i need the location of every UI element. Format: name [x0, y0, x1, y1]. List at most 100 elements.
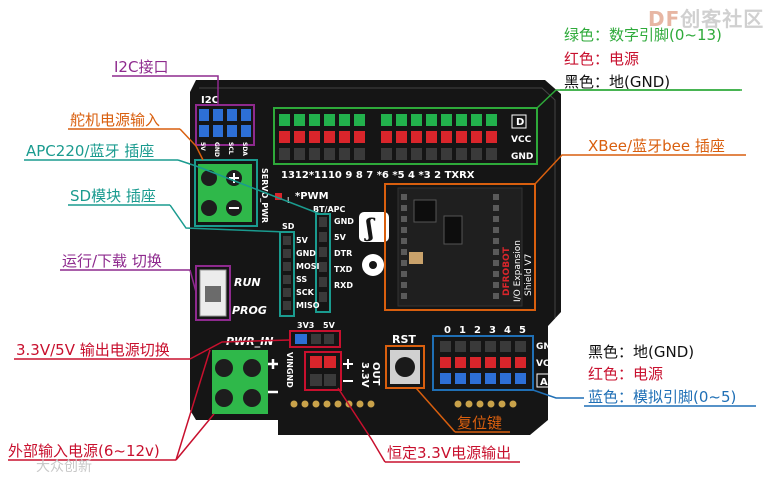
analog-pin — [455, 357, 466, 368]
brand-df: DF — [648, 7, 681, 31]
reset-highlight-box — [385, 345, 425, 389]
sd-pin-label: 5V — [296, 236, 309, 245]
callout-external-power: 外部输入电源(6~12v) — [8, 442, 160, 460]
digital-pin — [486, 148, 497, 160]
out33-pin-red-1 — [310, 356, 322, 368]
reset-button-cap — [395, 357, 415, 377]
xbee-pin — [401, 227, 407, 233]
xbee-led — [409, 252, 423, 264]
bottom-analog-pin — [487, 400, 495, 408]
analog-label-vcc: VCC — [536, 359, 557, 369]
analog-number: 2 — [474, 325, 481, 336]
analog-pin — [440, 341, 451, 352]
i2c-pin-label: SCL — [227, 142, 234, 155]
bottom-power-pin — [367, 400, 375, 408]
bottom-power-pin — [312, 400, 320, 408]
legend-analog-black: 黑色：地(GND) — [588, 343, 695, 361]
analog-header-box — [432, 335, 534, 391]
xbee-pin — [401, 293, 407, 299]
bt-pin-label: DTR — [334, 249, 352, 258]
power-jumper-cap — [295, 334, 307, 344]
digital-pin — [426, 114, 437, 126]
digital-label-gnd: GND — [511, 152, 533, 162]
analog-pin — [455, 341, 466, 352]
brand-name: 创客社区 — [680, 7, 765, 31]
leader-power-select — [189, 339, 291, 360]
digital-pin — [486, 131, 497, 143]
out33-pin-dark-1 — [310, 374, 322, 386]
xbee-pin — [401, 205, 407, 211]
i2c-pin — [227, 125, 237, 137]
sd-pin-label: MOSI — [296, 262, 320, 271]
sd-pin — [283, 275, 291, 284]
analog-number: 4 — [504, 325, 511, 336]
callout-run-download: 运行/下载 切换 — [62, 252, 162, 270]
xbee-pin — [493, 227, 499, 233]
out33-plus-mark — [343, 359, 353, 369]
analog-pin — [515, 357, 526, 368]
analog-number: 0 — [444, 325, 451, 336]
xbee-pin — [493, 216, 499, 222]
power-jumper-pin-2 — [311, 334, 321, 344]
analog-pin — [500, 357, 511, 368]
sd-pin — [283, 288, 291, 297]
digital-pin — [441, 148, 452, 160]
digital-label-vcc: VCC — [511, 135, 532, 145]
bt-pin — [319, 277, 327, 287]
i2c-pin — [199, 109, 209, 121]
led-label: L — [287, 196, 292, 205]
analog-number: 5 — [519, 325, 526, 336]
xbee-pin — [401, 216, 407, 222]
callout-out33: 恒定3.3V电源输出 — [387, 444, 512, 462]
xbee-pin — [493, 282, 499, 288]
shield-text-line3: Shield V7 — [524, 254, 534, 296]
xbee-pin — [493, 205, 499, 211]
out33-highlight-box — [304, 351, 342, 391]
servo-screw-1 — [201, 170, 217, 186]
xbee-pin — [401, 282, 407, 288]
i2c-pin — [199, 125, 209, 137]
pwr-plus-mark — [268, 359, 278, 369]
callout-i2c: I2C接口 — [114, 58, 169, 76]
digital-pin — [309, 114, 320, 126]
i2c-pin — [241, 125, 251, 137]
vin-gnd-label: VINGND — [285, 352, 294, 388]
servo-screw-2 — [201, 200, 217, 216]
digital-pin — [411, 114, 422, 126]
digital-pin — [471, 131, 482, 143]
run-prog-slider — [205, 286, 221, 302]
leader-analog — [532, 389, 584, 399]
board-border — [199, 87, 556, 318]
shield-text-brand: DFROBOT — [502, 246, 512, 296]
analog-pin — [470, 341, 481, 352]
leader-external-2 — [175, 349, 211, 461]
bottom-power-pin — [301, 400, 309, 408]
out33-pin-dark-2 — [324, 374, 336, 386]
legend-analog-blue: 蓝色：模拟引脚(0~5) — [588, 388, 737, 406]
bt-pin — [319, 247, 327, 257]
shield-text-line2: I/O Expansion — [513, 240, 523, 302]
digital-pin — [396, 131, 407, 143]
analog-pin — [485, 373, 496, 384]
digital-pin — [294, 131, 305, 143]
xbee-right-pin-group — [493, 194, 499, 299]
analog-number: 3 — [489, 325, 496, 336]
analog-pin — [470, 357, 481, 368]
xbee-pin — [493, 249, 499, 255]
digital-pin — [441, 131, 452, 143]
sd-header-box — [279, 231, 295, 317]
analog-a-box — [536, 373, 551, 388]
digital-pin — [354, 131, 365, 143]
analog-pin — [470, 373, 481, 384]
analog-label-a: A — [540, 377, 548, 388]
leader-i2c — [190, 75, 219, 105]
xbee-chip-2 — [443, 215, 463, 245]
servo-pwr-label: SERVO_PWR — [260, 168, 269, 223]
digital-pin — [471, 114, 482, 126]
leader-digital — [536, 89, 740, 109]
xbee-pin — [401, 260, 407, 266]
digital-pin — [396, 114, 407, 126]
